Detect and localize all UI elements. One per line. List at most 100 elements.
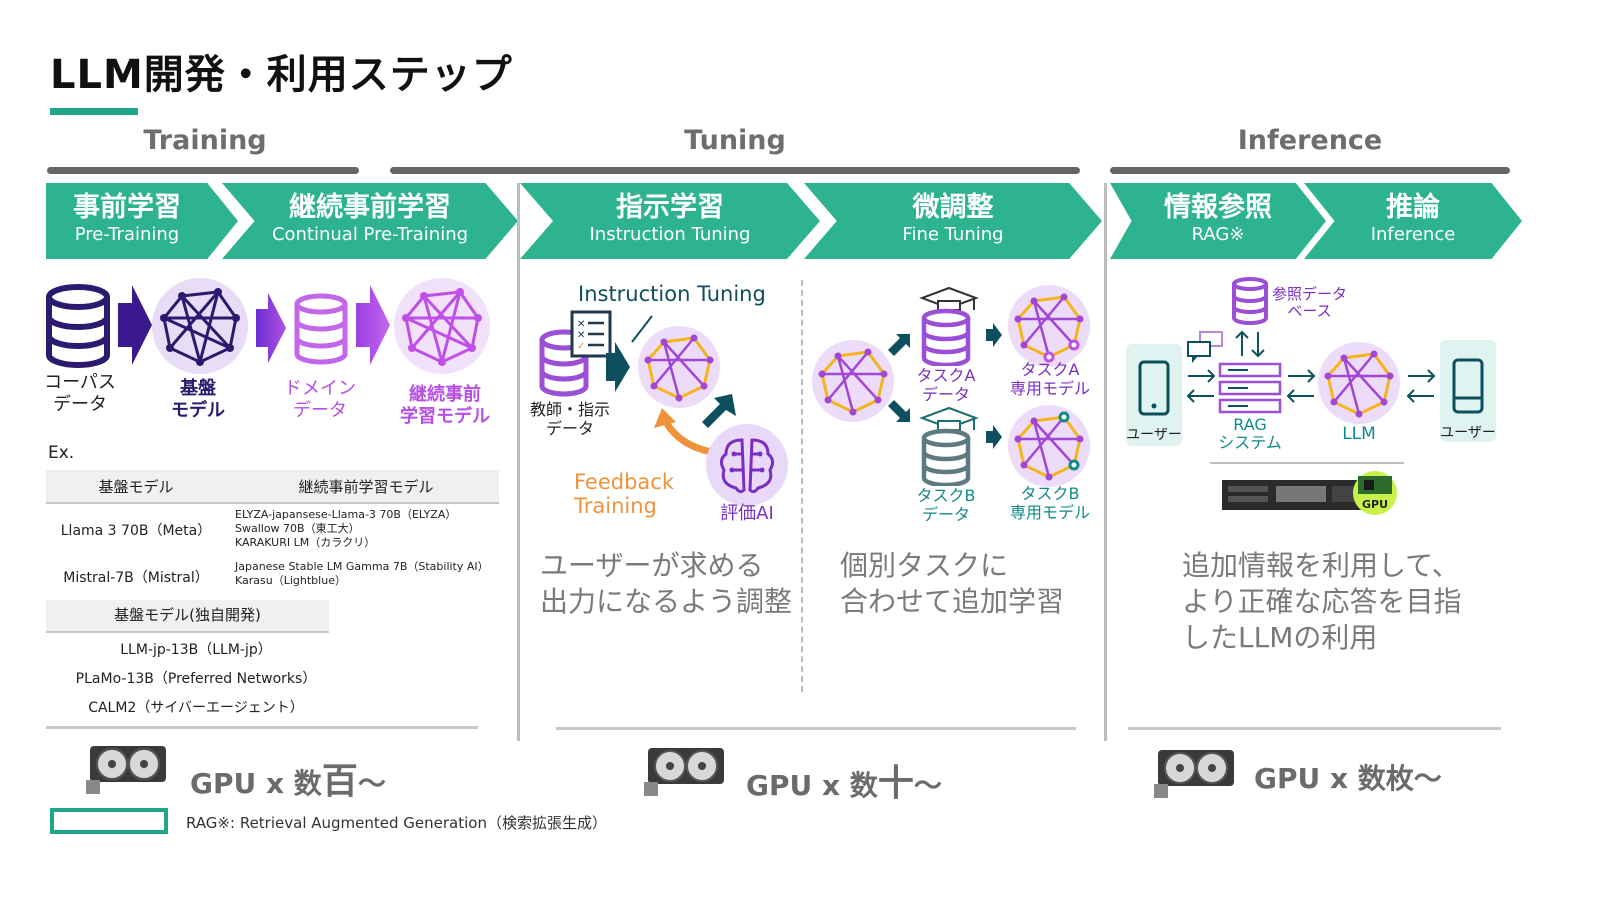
step-label-jp: 情報参照 [1164, 192, 1272, 223]
step-label-en: RAG※ [1191, 224, 1245, 245]
arrow-right-icon [256, 293, 286, 363]
dashed-separator [801, 280, 803, 692]
gpu-chip-label: GPU [1361, 498, 1389, 511]
step-pre-training: 事前学習 Pre-Training [46, 183, 238, 259]
user-label-right: ユーザー [1440, 425, 1496, 441]
gpu-suffix: ～ [357, 767, 386, 800]
cont-model-item: Japanese Stable LM Gamma 7B（Stability AI… [235, 560, 489, 573]
arrow-right-icon [356, 285, 390, 365]
rag-system-label: RAG システム [1218, 415, 1282, 452]
base-model-cell: Mistral-7B（Mistral） [63, 570, 209, 586]
database-icon [1232, 277, 1268, 325]
separator [517, 183, 520, 741]
chat-icon [1187, 331, 1223, 363]
gpu-magnitude: 百 [321, 761, 358, 802]
arrow-down-right-icon [888, 400, 910, 422]
user-panel-right [1440, 340, 1496, 442]
bidirectional-arrow-icon [1186, 369, 1216, 403]
phase-training: Training [143, 125, 267, 156]
arrow-right-icon [606, 342, 630, 392]
gpu-chip-icon [1353, 471, 1397, 515]
phase-inference: Inference [1237, 125, 1383, 156]
step-label-en: Fine Tuning [902, 224, 1004, 245]
step-fine-tuning: 微調整 Fine Tuning [804, 183, 1102, 259]
smartphone-icon [1138, 360, 1170, 416]
table-row: PLaMo-13B（Preferred Networks） [75, 671, 317, 687]
title-underline [50, 108, 138, 115]
step-label-jp: 微調整 [912, 192, 994, 223]
divider [1128, 727, 1501, 730]
instruction-tuning-label: Instruction Tuning [578, 282, 766, 306]
neural-network-icon [152, 278, 248, 374]
smartphone-icon [1452, 358, 1484, 414]
table-row: LLM-jp-13B（LLM-jp） [120, 642, 272, 658]
step-label-en: Instruction Tuning [589, 224, 751, 245]
gpu-suffix: ～ [913, 769, 942, 802]
cont-model-cell: ELYZA-japansese-Llama-3 70B（ELYZA） Swall… [235, 508, 456, 550]
divider [556, 727, 1076, 730]
arrow-right-icon [986, 323, 1002, 347]
table-row: Mistral-7B（Mistral） Japanese Stable LM G… [46, 560, 499, 594]
ai-brain-icon [706, 424, 788, 506]
arrow-right-icon [118, 285, 152, 365]
pointer-line [631, 315, 653, 343]
neural-network-icon [1008, 405, 1090, 487]
phase-tuning: Tuning [684, 125, 786, 156]
brand-logo-box [50, 808, 168, 834]
arrow-right-icon [986, 425, 1002, 449]
cont-model-item: ELYZA-japansese-Llama-3 70B（ELYZA） [235, 508, 457, 521]
base-model-cell: Llama 3 70B（Meta） [60, 523, 212, 539]
table-row: Llama 3 70B（Meta） ELYZA-japansese-Llama-… [46, 508, 499, 552]
step-rag: 情報参照 RAG※ [1110, 183, 1326, 259]
phase-tuning-line [390, 167, 1080, 174]
teacher-data-icon: ✕ ✕ ✓ [539, 310, 612, 397]
gpu-prefix: GPU x 数 [190, 767, 322, 800]
svg-text:✕: ✕ [577, 319, 585, 330]
step-label-jp: 推論 [1386, 192, 1440, 223]
bidirectional-arrow-icon [1286, 369, 1316, 403]
step-label-jp: 指示学習 [616, 192, 724, 223]
server-icon [1218, 362, 1282, 414]
svg-text:✕: ✕ [577, 330, 585, 341]
step-continual-pre-training: 継続事前学習 Continual Pre-Training [222, 183, 518, 259]
task-a-database-icon [919, 286, 979, 366]
arrow-diagonal-icon [702, 394, 736, 428]
database-icon [46, 284, 110, 368]
divider [46, 726, 478, 729]
phase-inference-line [1110, 167, 1510, 174]
gpu-magnitude: 十 [877, 763, 914, 804]
gpu-count-inference: GPU x 数枚～ [1254, 756, 1442, 797]
eval-ai-label: 評価AI [720, 503, 774, 524]
graphics-card-icon [1154, 750, 1234, 798]
step-instruction-tuning: 指示学習 Instruction Tuning [520, 183, 820, 259]
table-header: 基盤モデル 継続事前学習モデル [46, 470, 499, 504]
server-rack-icon [1222, 480, 1368, 510]
bidirectional-arrow-icon [1235, 330, 1265, 358]
base-model-label: 基盤 モデル [171, 378, 225, 421]
step-label-jp: 継続事前学習 [289, 192, 451, 223]
neural-network-icon [812, 340, 894, 422]
svg-text:✓: ✓ [577, 341, 585, 352]
phase-training-line [47, 167, 359, 174]
graphics-card-icon [86, 746, 166, 794]
neural-network-icon [638, 326, 720, 408]
bidirectional-arrow-icon [1406, 369, 1436, 403]
task-a-model-label: タスクA 専用モデル [1009, 360, 1090, 398]
divider [1210, 462, 1404, 464]
separator [1104, 183, 1107, 741]
task-b-model-label: タスクB 専用モデル [1009, 484, 1090, 522]
instruction-tuning-description: ユーザーが求める 出力になるよう調整 [540, 549, 793, 618]
column-header: 基盤モデル [98, 478, 174, 496]
user-label-left: ユーザー [1126, 427, 1182, 443]
cpt-model-label: 継続事前 学習モデル [400, 384, 490, 427]
feedback-training-label: Feedback Training [574, 470, 675, 518]
step-label-en: Continual Pre-Training [271, 224, 469, 245]
step-label-en: Inference [1370, 224, 1456, 245]
cont-model-item: KARAKURI LM（カラクリ） [235, 536, 376, 549]
step-inference: 推論 Inference [1304, 183, 1522, 259]
rag-description: 追加情報を利用して、 より正確な応答を目指 したLLMの利用 [1182, 549, 1462, 654]
llm-label: LLM [1342, 424, 1376, 444]
task-a-data-label: タスクA データ [916, 366, 976, 404]
step-label-jp: 事前学習 [73, 192, 181, 223]
neural-network-icon [1008, 285, 1090, 367]
